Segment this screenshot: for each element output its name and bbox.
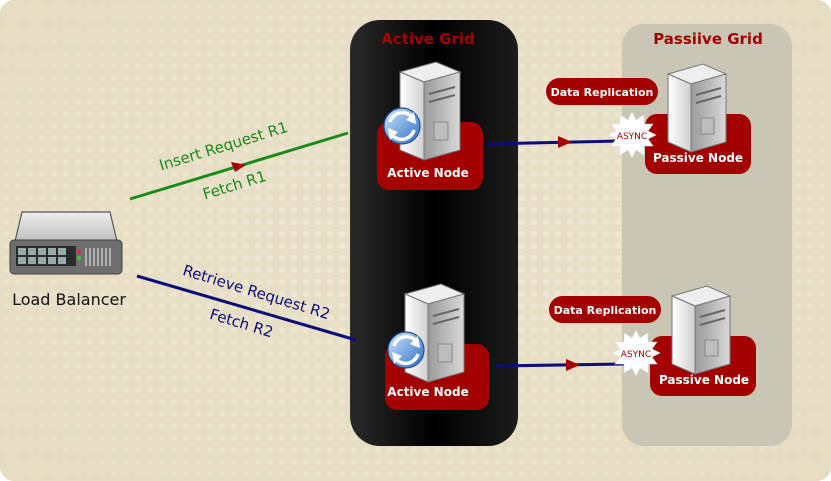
active-node-bottom: Active Node (385, 283, 489, 410)
load-balancer-label: Load Balancer (12, 290, 126, 309)
server-icon (670, 285, 732, 375)
async-badge-top: ASYNC (607, 111, 657, 159)
replication-arrowhead-bottom (566, 359, 580, 371)
passive-node-label: Passive Node (653, 151, 743, 165)
data-replication-badge-bottom: Data Replication (549, 296, 661, 323)
server-icon (666, 63, 728, 153)
active-node-top: Active Node (377, 61, 483, 190)
data-replication-label: Data Replication (554, 304, 657, 317)
active-node-label: Active Node (387, 385, 468, 399)
sync-icon (383, 107, 421, 145)
server-icon (403, 283, 466, 383)
retrieve-request-arrow (136, 274, 357, 342)
async-label: ASYNC (617, 132, 647, 142)
async-badge-bottom: ASYNC (611, 329, 661, 377)
replication-arrowhead-top (558, 136, 572, 148)
data-replication-label: Data Replication (551, 86, 654, 99)
passive-node-label: Passive Node (659, 373, 749, 387)
passive-node-bottom: Passive Node (650, 285, 756, 396)
data-replication-badge-top: Data Replication (546, 78, 658, 105)
sync-icon (387, 331, 425, 369)
starburst-icon (611, 329, 661, 377)
starburst-icon (607, 111, 657, 159)
passive-grid-title: Passiive Grid (653, 30, 763, 48)
network-switch-icon (9, 211, 123, 275)
active-grid-title: Active Grid (381, 30, 475, 48)
insert-request-arrowhead (231, 162, 246, 172)
async-label: ASYNC (621, 350, 651, 360)
passive-node-top: Passive Node (645, 63, 751, 174)
active-node-label: Active Node (387, 166, 468, 180)
replication-line-bottom (495, 362, 625, 368)
replication-line-top (487, 139, 621, 146)
